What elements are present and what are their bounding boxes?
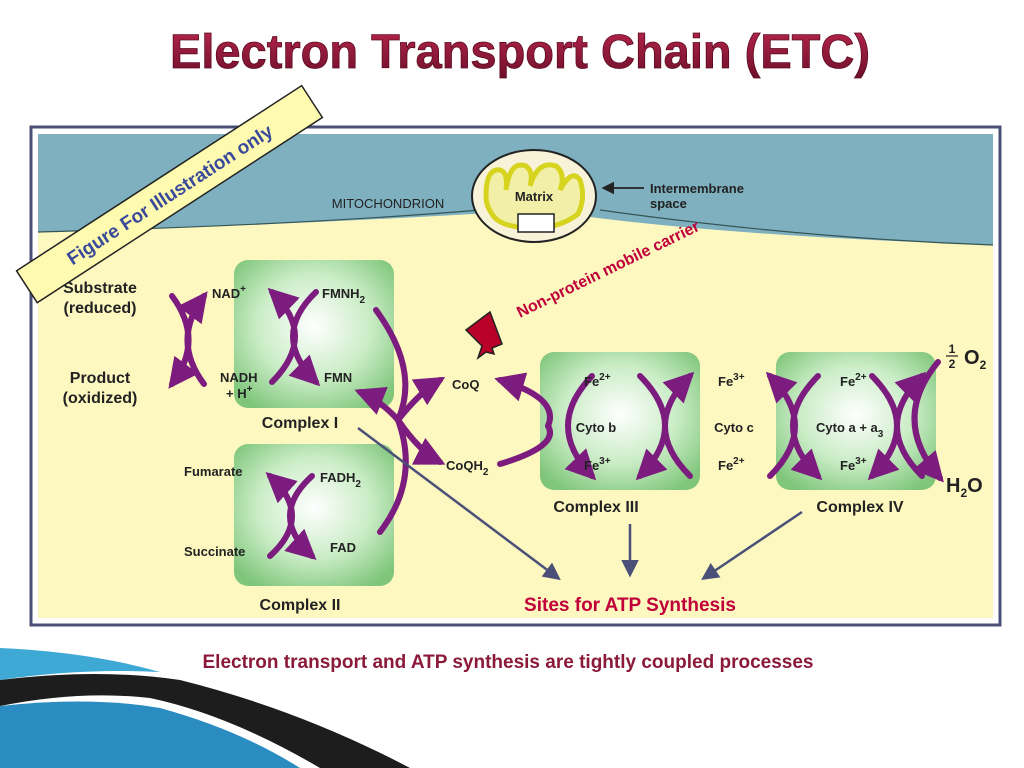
coq-label: CoQ (452, 377, 479, 392)
fmnh2-label: FMNH2 (322, 286, 366, 306)
redox-arrows (168, 287, 944, 561)
complex-iv-fe2-label: Fe2+ (840, 372, 867, 389)
complex-ii-box (234, 444, 394, 586)
complex-ii-label: Complex II (260, 597, 341, 614)
fadh2-label: FADH2 (320, 470, 361, 490)
cyto-c-fe3-label: Fe3+ (718, 372, 745, 389)
fmn-label: FMN (324, 370, 352, 385)
intermembrane-label: Intermembrane (650, 181, 744, 196)
coqh2-label: CoQH2 (446, 458, 489, 478)
complex-iii-box (540, 352, 700, 490)
fumarate-label: Fumarate (184, 464, 243, 479)
complex-iv-fe3-label: Fe3+ (840, 456, 867, 473)
half-denominator: 2 (949, 357, 956, 371)
pointer-icon (464, 310, 503, 361)
water-label: H2O (946, 475, 983, 500)
cyto-b-label: Cyto b (576, 420, 617, 435)
bottom-swoosh (0, 647, 410, 768)
mitochondrion-label: MITOCHONDRION (332, 196, 444, 211)
complex-iv-label: Complex IV (816, 499, 903, 516)
fad-label: FAD (330, 540, 356, 555)
oxygen-label: O2 (964, 347, 987, 372)
atp-site-arrows (357, 427, 803, 581)
complex-i-box (234, 260, 394, 408)
complex-iii-label: Complex III (553, 499, 638, 516)
atp-sites-label: Sites for ATP Synthesis (524, 595, 736, 616)
mitochondrion-icon (471, 149, 597, 243)
product-label-2: (oxidized) (63, 390, 138, 407)
h-plus-label: + H+ (226, 384, 253, 401)
half-numerator: 1 (949, 342, 956, 356)
substrate-label-2: (reduced) (64, 300, 137, 317)
matrix-label: Matrix (515, 189, 554, 204)
cyto-a-a3-label: Cyto a + a3 (816, 420, 884, 440)
slide-title: Electron Transport Chain (ETC) (170, 26, 870, 79)
nadh-label: NADH (220, 370, 258, 385)
nad-label: NAD+ (212, 284, 246, 301)
complex-iii-fe2-label: Fe2+ (584, 372, 611, 389)
complex-iii-fe3-label: Fe3+ (584, 456, 611, 473)
substrate-label: Substrate (63, 280, 137, 297)
cyto-c-label: Cyto c (714, 420, 754, 435)
slide-caption: Electron transport and ATP synthesis are… (203, 652, 814, 673)
intermembrane-label-2: space (650, 196, 687, 211)
cyto-c-fe2-label: Fe2+ (718, 456, 745, 473)
product-label: Product (70, 370, 131, 387)
succinate-label: Succinate (184, 544, 245, 559)
complex-i-label: Complex I (262, 415, 338, 432)
